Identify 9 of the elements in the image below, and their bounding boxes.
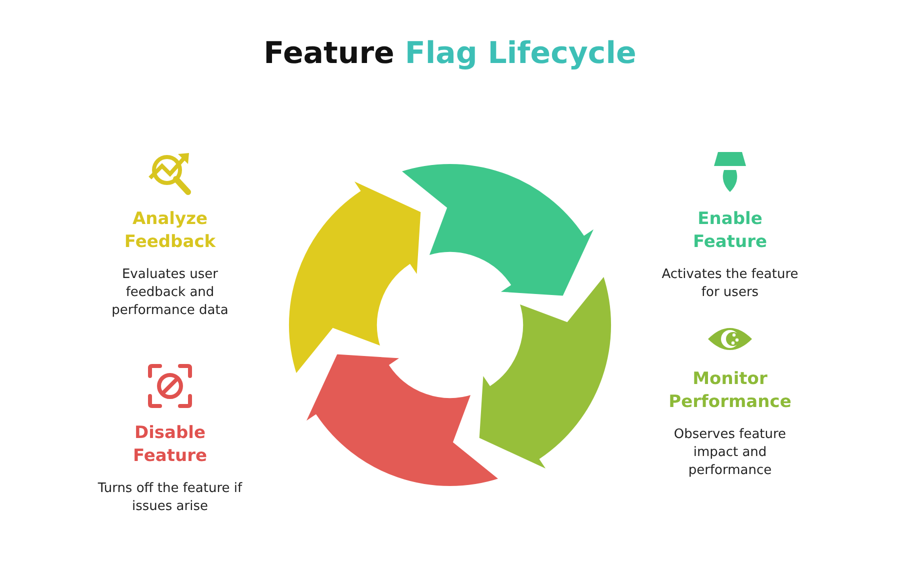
title: Feature Flag Lifecycle <box>262 36 638 71</box>
step-heading: Monitor Performance <box>668 368 792 414</box>
step-heading: Analyze Feedback <box>123 208 217 254</box>
step-description: Evaluates user feedback and performance data <box>110 266 230 320</box>
step-description: Turns off the feature if issues arise <box>96 480 244 516</box>
step-description: Activates the feature for users <box>660 266 800 302</box>
step-heading: Enable Feature <box>692 208 768 254</box>
step-description: Observes feature impact and performance <box>672 426 788 480</box>
step-heading: Disable Feature <box>132 422 208 468</box>
